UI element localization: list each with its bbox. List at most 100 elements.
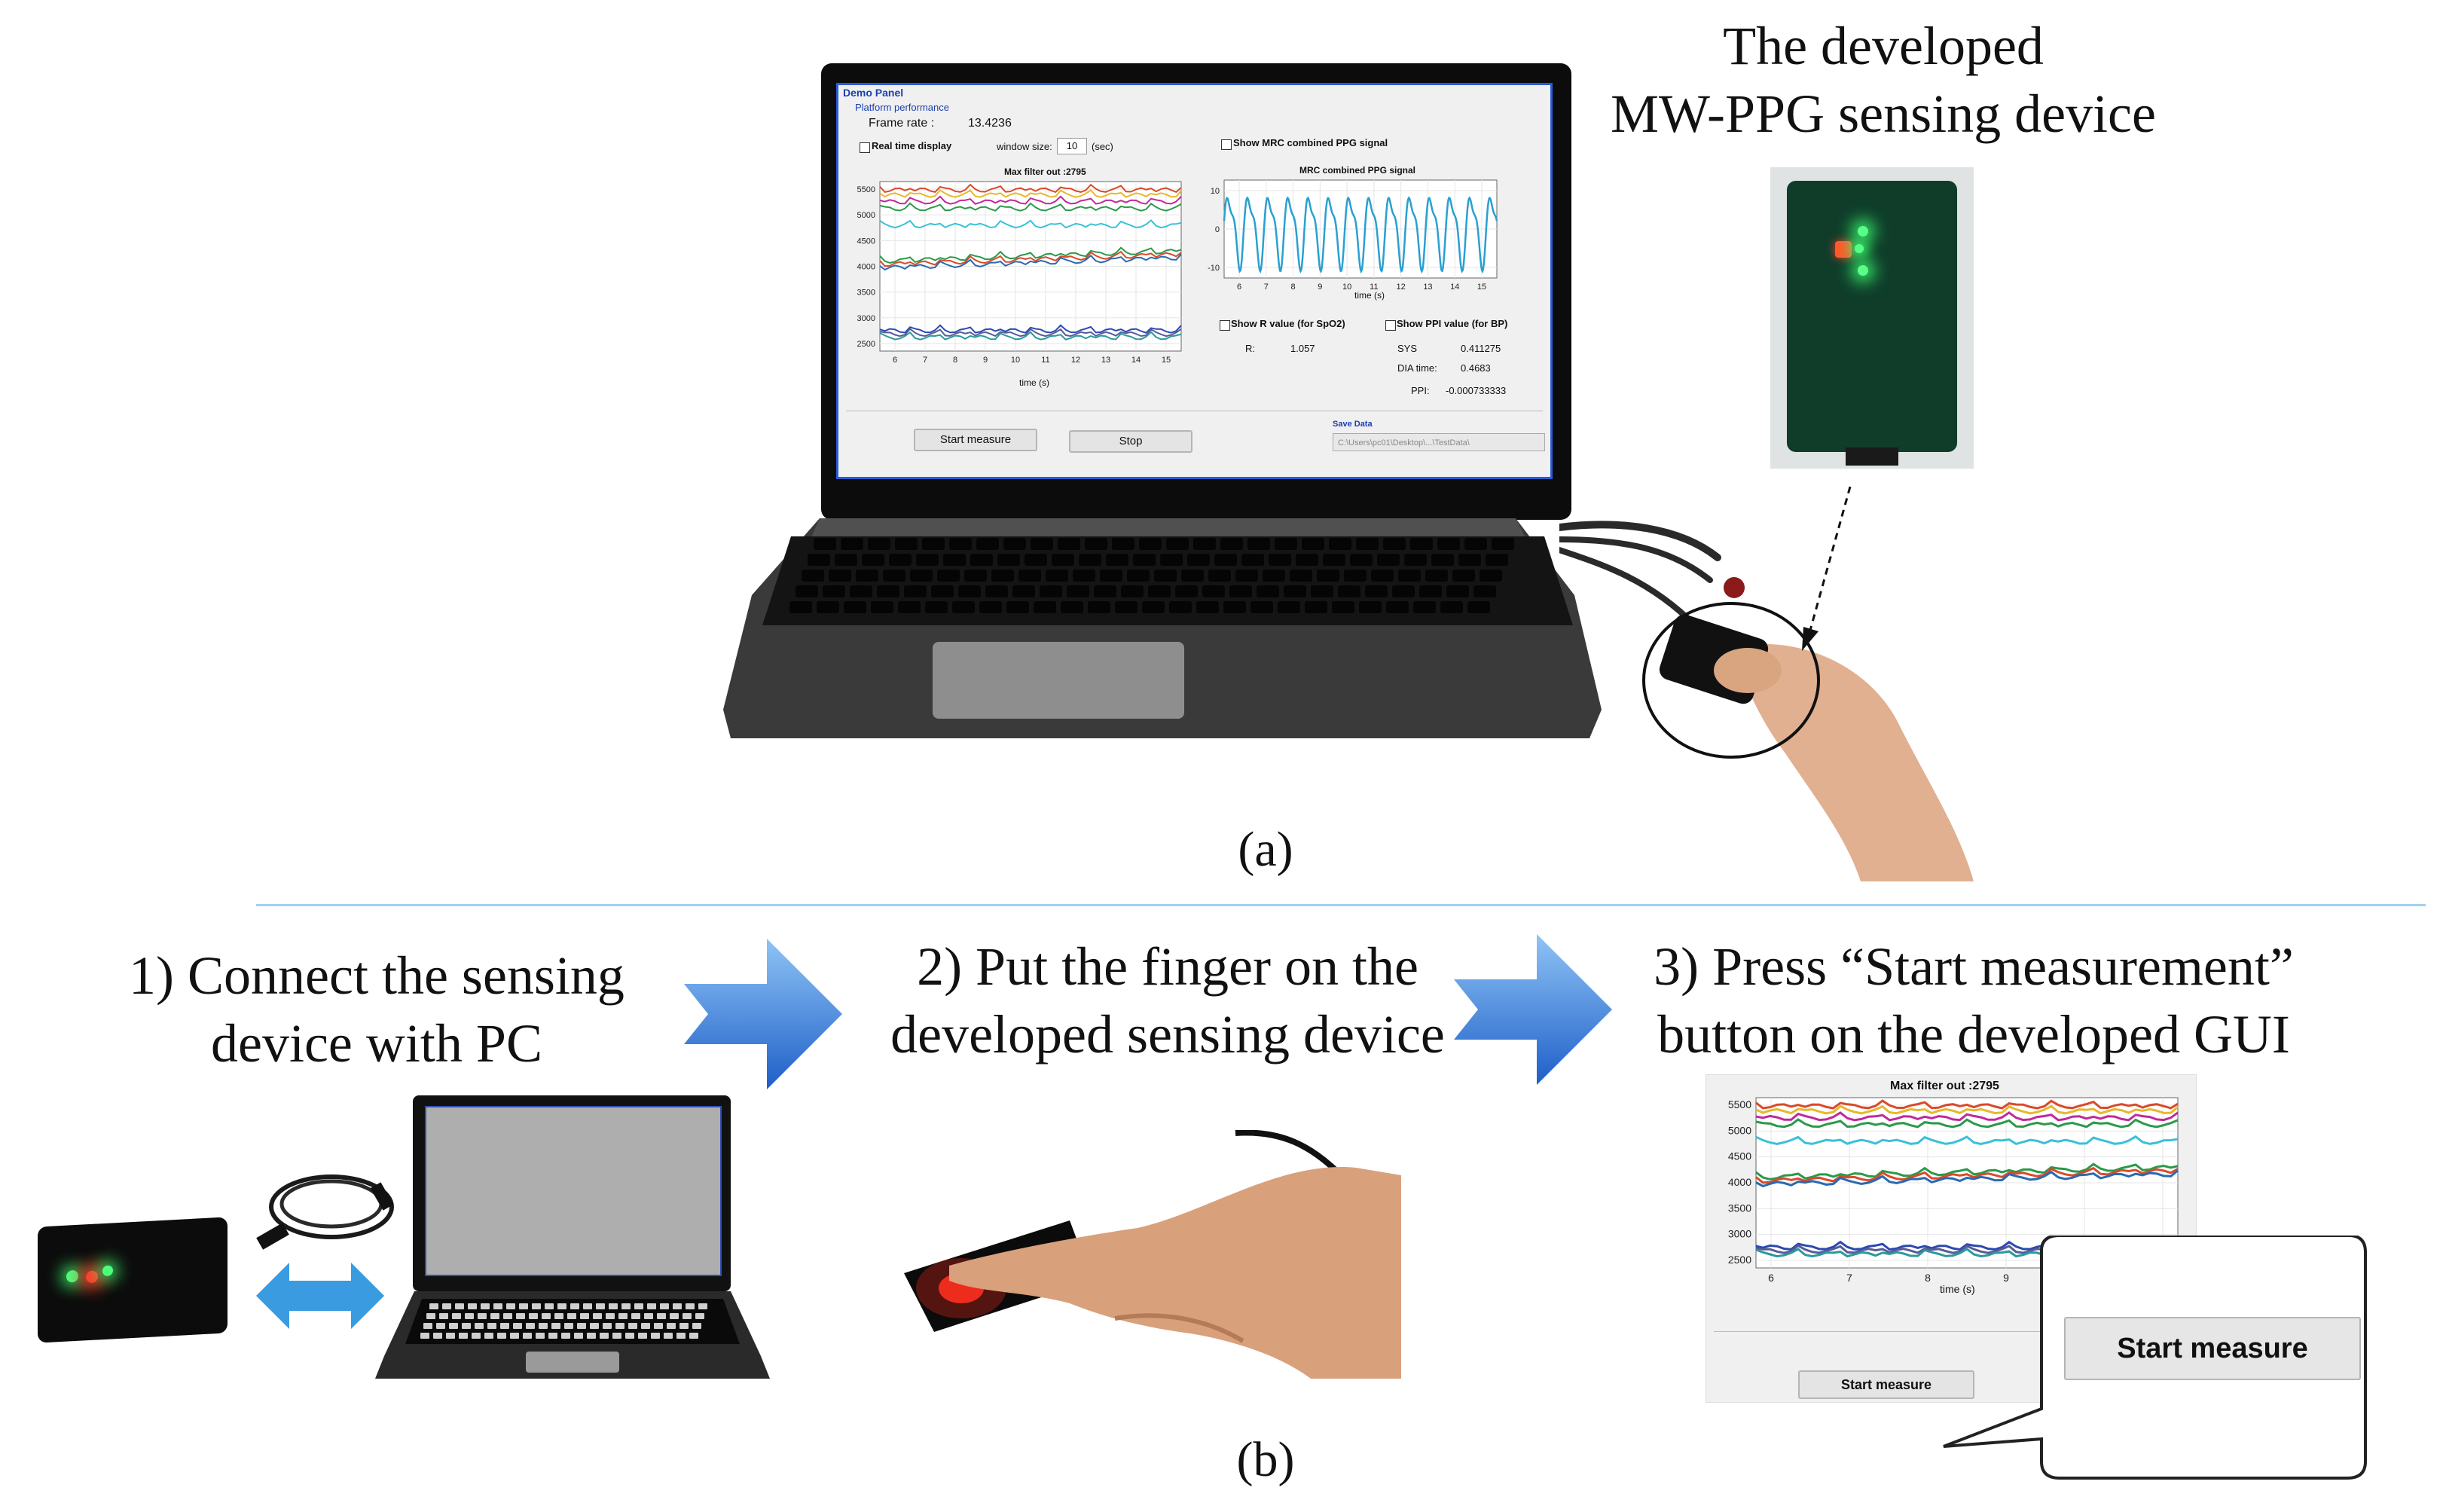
step3-line2: button on the developed GUI [1657, 1004, 2290, 1065]
key [539, 1323, 548, 1329]
key [1410, 538, 1433, 550]
y-tick-label: 4500 [857, 237, 875, 246]
key [651, 1333, 660, 1339]
key [931, 585, 954, 597]
key [1031, 538, 1053, 550]
y-tick-label: 5000 [857, 211, 875, 220]
key [618, 1313, 628, 1319]
y-tick-label: 5000 [1728, 1124, 1751, 1136]
key [472, 1333, 481, 1339]
x-tick-label: 6 [893, 356, 897, 365]
x-tick-label: 9 [2003, 1272, 2009, 1284]
x-tick-label: 6 [1768, 1272, 1774, 1284]
realtime-label: Real time display [872, 140, 952, 151]
key [478, 1313, 487, 1319]
show-mrc-checkbox[interactable] [1221, 139, 1232, 150]
key [519, 1303, 528, 1309]
key [1311, 585, 1333, 597]
key [991, 570, 1014, 582]
key [686, 1303, 695, 1309]
key [1003, 538, 1026, 550]
callout-start-button[interactable]: Start measure [2064, 1317, 2361, 1380]
key [1284, 585, 1306, 597]
key [631, 1313, 640, 1319]
key [545, 1303, 554, 1309]
key [1142, 601, 1165, 613]
key [529, 1313, 538, 1319]
y-tick-label: 3000 [857, 314, 875, 323]
key [1398, 570, 1421, 582]
y-tick-label: 3500 [857, 289, 875, 298]
x-tick-label: 11 [1370, 283, 1378, 292]
key [1169, 601, 1192, 613]
key [664, 1333, 673, 1339]
key [510, 1333, 519, 1339]
key [557, 1303, 566, 1309]
key [1154, 570, 1177, 582]
device-body [1787, 181, 1957, 452]
key [481, 1303, 490, 1309]
y-tick-label: 10 [1211, 187, 1220, 196]
key [1220, 538, 1243, 550]
key [523, 1333, 532, 1339]
key [574, 1333, 583, 1339]
x-tick-label: 10 [1342, 283, 1351, 292]
start-measure-button[interactable]: Start measure [914, 429, 1037, 451]
key [1115, 601, 1138, 613]
device-title-line1: The developed [1723, 16, 2044, 76]
key [1235, 570, 1258, 582]
key [1175, 585, 1198, 597]
key [1371, 570, 1394, 582]
key [1302, 538, 1324, 550]
key [487, 1323, 496, 1329]
show-ppi-checkbox[interactable] [1385, 320, 1396, 331]
show-r-label: Show R value (for SpO2) [1231, 318, 1345, 329]
x-tick-label: 8 [1290, 283, 1295, 292]
left-plot-xlabel: time (s) [1019, 377, 1049, 388]
key [1193, 538, 1216, 550]
key [979, 601, 1002, 613]
key [1257, 585, 1279, 597]
realtime-checkbox[interactable] [860, 142, 870, 153]
key [976, 538, 999, 550]
dia-label: DIA time: [1397, 362, 1437, 374]
x-tick-label: 11 [1041, 356, 1049, 365]
stop-button[interactable]: Stop [1069, 430, 1192, 453]
key [603, 1323, 612, 1329]
key [1350, 554, 1373, 566]
key [567, 1313, 576, 1319]
key [1383, 538, 1406, 550]
window-size-input[interactable]: 10 [1057, 138, 1087, 154]
key [1079, 554, 1101, 566]
show-ppi-label: Show PPI value (for BP) [1397, 318, 1508, 329]
key [1338, 585, 1360, 597]
key [823, 585, 845, 597]
key [459, 1333, 468, 1339]
key [922, 538, 945, 550]
ppg-trace [879, 324, 1182, 334]
key [970, 554, 993, 566]
key [446, 1333, 455, 1339]
key [835, 554, 857, 566]
key [1181, 570, 1204, 582]
ppg-trace [1755, 1162, 2179, 1181]
step1-red-led [86, 1270, 98, 1284]
zoom-start-button[interactable]: Start measure [1798, 1370, 1974, 1399]
key [898, 601, 921, 613]
device-connector [1846, 447, 1898, 466]
key [1187, 554, 1210, 566]
sys-label: SYS [1397, 343, 1418, 354]
ppg-trace [1755, 1111, 2179, 1122]
key [647, 1303, 656, 1309]
key [673, 1303, 682, 1309]
frame-rate-value: 13.4236 [968, 117, 1012, 130]
key [1290, 570, 1312, 582]
zoom-plot-title: Max filter out :2795 [1890, 1080, 1999, 1092]
key [1025, 554, 1047, 566]
save-path-field[interactable]: C:\Users\pc01\Desktop\...\TestData\ [1333, 433, 1545, 451]
highlight-circle [1642, 602, 1820, 759]
key [1440, 601, 1463, 613]
show-r-checkbox[interactable] [1220, 320, 1230, 331]
laptop-keyboard [789, 538, 1514, 613]
ppg-trace [879, 188, 1182, 198]
